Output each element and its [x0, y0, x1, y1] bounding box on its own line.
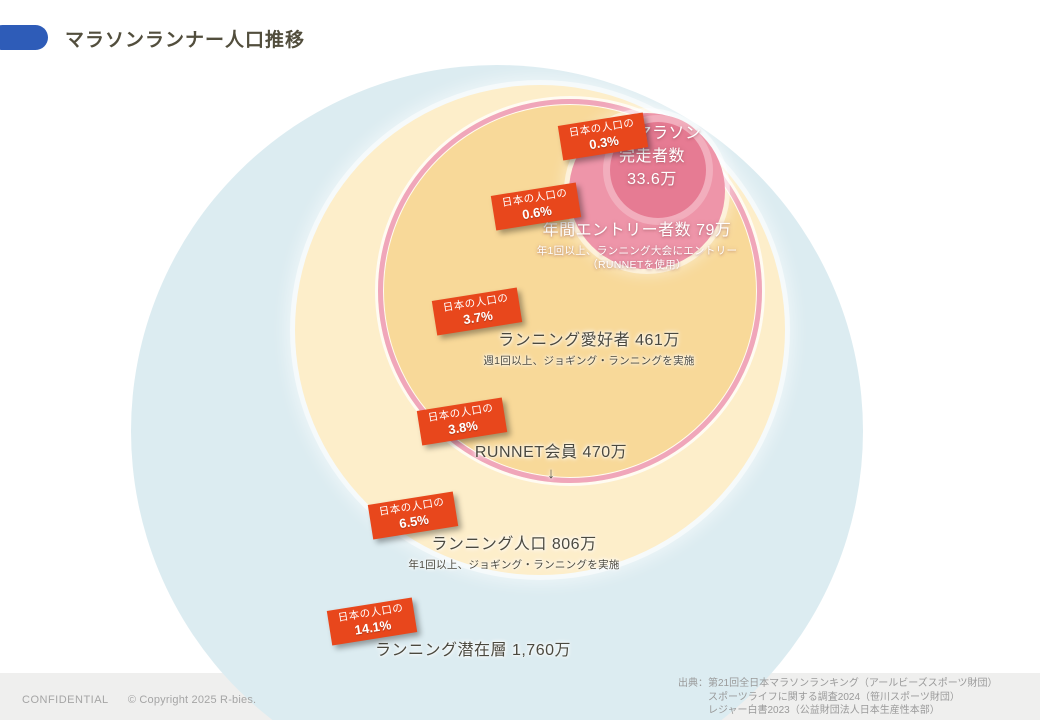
label-running-population: ランニング人口 806万 年1回以上、ジョギング・ランニングを実施	[364, 533, 664, 572]
label-running-population-text: ランニング人口 806万	[431, 536, 597, 553]
label-annual-entrants: 年間エントリー者数 79万 年1回以上、ランニング大会にエントリー （RUNNE…	[487, 219, 787, 272]
label-running-potential: ランニング潜在層 1,760万	[323, 639, 623, 662]
label-running-enthusiasts: ランニング愛好者 461万 週1回以上、ジョギング・ランニングを実施	[439, 329, 739, 368]
label-running-enthusiasts-note: 週1回以上、ジョギング・ランニングを実施	[483, 355, 695, 367]
label-runnet-members: RUNNET会員 470万 ↓	[426, 441, 676, 482]
label-annual-entrants-text: 年間エントリー者数 79万	[542, 222, 732, 239]
source-citation: 出典：第21回全日本マラソンランキング（アールビーズスポーツ財団） スポーツライ…	[678, 677, 998, 718]
circle-runnet-members-outline	[378, 99, 762, 483]
label-runnet-members-text: RUNNET会員 470万	[474, 444, 628, 461]
label-running-enthusiasts-text: ランニング愛好者 461万	[498, 332, 680, 349]
source-line: レジャー白書2023（公益財団法人日本生産性本部）	[708, 705, 940, 716]
source-line: 出典：第21回全日本マラソンランキング（アールビーズスポーツ財団）	[678, 678, 998, 689]
label-running-population-note: 年1回以上、ジョギング・ランニングを実施	[408, 559, 620, 571]
footer-confidential: CONFIDENTIAL © Copyright 2025 R-bies.	[22, 694, 256, 706]
label-annual-entrants-note: 年1回以上、ランニング大会にエントリー （RUNNETを使用）	[536, 245, 738, 271]
label-running-potential-text: ランニング潜在層 1,760万	[375, 642, 571, 659]
down-arrow-icon: ↓	[547, 465, 555, 482]
page-title: マラソンランナー人口推移	[65, 30, 306, 51]
copyright-text: © Copyright 2025 R-bies.	[127, 694, 257, 706]
source-line: スポーツライフに関する調査2024（笹川スポーツ財団）	[708, 691, 960, 703]
confidential-text: CONFIDENTIAL	[22, 694, 109, 706]
title-accent-pill	[0, 25, 48, 50]
